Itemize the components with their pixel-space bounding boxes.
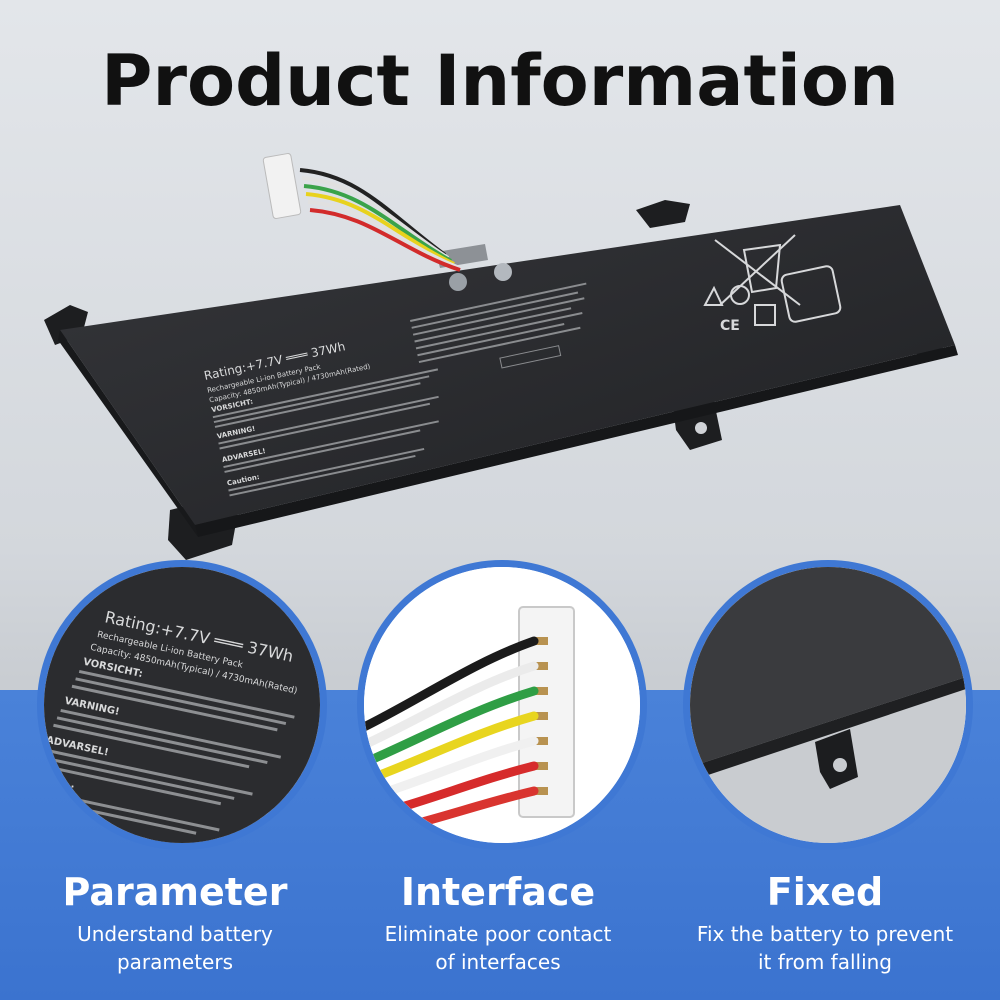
feature-desc-fixed: Fix the battery to prevent it from falli… [665, 920, 985, 976]
battery-illustration: Rating:+7.7V ═══ 37Wh Rechargeable Li-io… [44, 153, 958, 560]
page-title: Product Information [101, 40, 899, 122]
fixed-closeup-circle [683, 560, 973, 850]
feature-desc-line: of interfaces [435, 950, 561, 974]
warning-triangle-icon [703, 285, 724, 306]
feature-desc-line: Fix the battery to prevent [696, 922, 954, 946]
feature-title-fixed: Fixed [766, 870, 884, 914]
feature-desc-interface: Eliminate poor contact of interfaces [338, 920, 658, 976]
feature-title-parameter: Parameter [62, 870, 288, 914]
interface-closeup-circle [357, 560, 647, 850]
ce-mark-icon: CE [720, 318, 740, 334]
feature-desc-line: parameters [116, 950, 233, 974]
li-ion-recycle-icon [780, 265, 842, 323]
parameter-closeup-circle: Rating:+7.7V ═══ 37Wh Rechargeable Li-io… [37, 560, 327, 850]
certification-grid-icon [754, 304, 776, 326]
feature-desc-line: Eliminate poor contact [384, 922, 612, 946]
feature-desc-parameter: Understand battery parameters [15, 920, 335, 976]
feature-desc-line: Understand battery [77, 922, 273, 946]
recycle-bin-crossed-icon [714, 234, 801, 306]
recycling-number-icon [730, 285, 750, 305]
feature-desc-line: it from falling [758, 950, 892, 974]
feature-title-interface: Interface [400, 870, 596, 914]
